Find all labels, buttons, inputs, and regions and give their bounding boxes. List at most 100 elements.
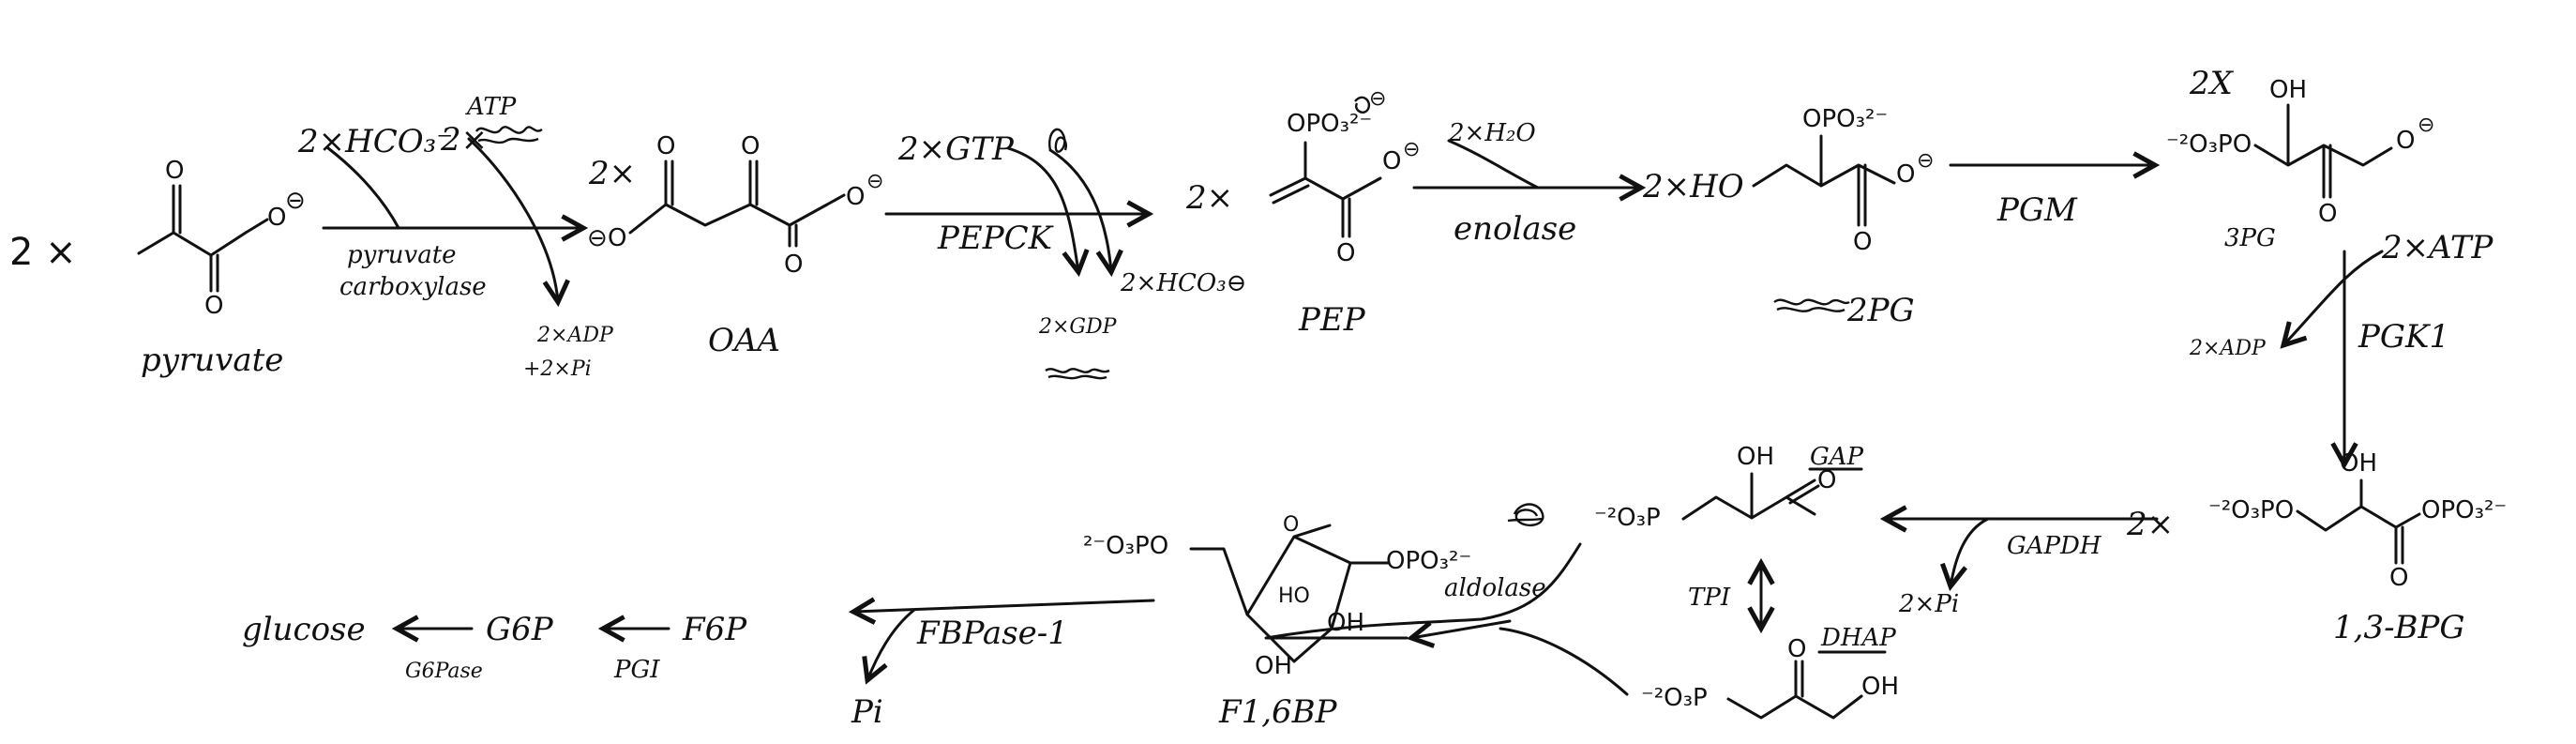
aldolase-step: aldolase bbox=[1264, 542, 1629, 696]
pepck-gdp: 2×GDP bbox=[1038, 315, 1118, 339]
enolase-water-curve bbox=[1447, 139, 1540, 190]
3pg-bonds bbox=[2253, 103, 2393, 199]
enolase-enzyme: enolase bbox=[1454, 210, 1576, 248]
dhap-phosphate: ⁻²O₃P bbox=[1641, 684, 1708, 712]
f16bp-ring-oxygen: O bbox=[1283, 513, 1299, 537]
gap-bonds bbox=[1681, 472, 1820, 521]
pyruvate-oxygen-keto: O bbox=[165, 157, 184, 185]
pepck-gtp-curve bbox=[1006, 146, 1078, 272]
pgm-step: PGM bbox=[1949, 165, 2155, 229]
pc-hco3-curve bbox=[326, 146, 400, 230]
f16bp-phosphate-left: ²⁻O₃PO bbox=[1083, 532, 1168, 560]
3pg-charge: ⊖ bbox=[2418, 114, 2434, 137]
oaa-charge-right: ⊖ bbox=[866, 170, 883, 193]
fbpase-step: FBPase-1 Pi bbox=[851, 600, 1155, 731]
pepck-gtp: 2×GTP bbox=[897, 130, 1015, 168]
dhap-bonds bbox=[1726, 660, 1863, 720]
aldolase-merge-curve bbox=[1264, 542, 1582, 640]
pc-scribble bbox=[475, 126, 543, 144]
pc-adp: 2×ADP bbox=[536, 324, 614, 347]
gapdh-pi: 2×Pi bbox=[1898, 590, 1959, 618]
3pg-hydroxyl: OH bbox=[2269, 76, 2307, 104]
2pg-scribble bbox=[1773, 298, 1850, 312]
pyruvate-oxygen-anion: O bbox=[267, 204, 286, 232]
tpi-step: TPI bbox=[1688, 563, 1761, 629]
pepck-gdp-scribble bbox=[1045, 368, 1110, 380]
pgm-enzyme: PGM bbox=[1996, 191, 2078, 229]
glucose-label: glucose bbox=[242, 611, 366, 648]
f16bp-oh-1: OH bbox=[1327, 609, 1364, 637]
pc-atp-label: ATP bbox=[465, 93, 517, 121]
pgk1-enzyme: PGK1 bbox=[2358, 318, 2449, 356]
gap-molecule: OH GAP ⁻²O₃P O bbox=[1507, 443, 1864, 532]
aldolase-enzyme: aldolase bbox=[1444, 574, 1546, 602]
2pg-oxygen-carbonyl: O bbox=[1853, 228, 1872, 256]
bpg-label: 1,3-BPG bbox=[2333, 609, 2465, 646]
pep-charge: ⊖ bbox=[1369, 87, 1386, 111]
oaa-oxygen-left: O bbox=[608, 224, 626, 252]
pgk1-step: 2×ATP 2×ADP PGK1 bbox=[2189, 229, 2493, 464]
pep-label: PEP bbox=[1298, 301, 1366, 339]
dhap-hydroxyl: OH bbox=[1861, 673, 1899, 701]
gapdh-enzyme: GAPDH bbox=[2007, 532, 2102, 560]
3pg-coefficient: 2X bbox=[2189, 65, 2235, 102]
bpg-bonds bbox=[2296, 478, 2421, 565]
gap-phosphate: ⁻²O₃P bbox=[1594, 504, 1661, 532]
fbpase-pi: Pi bbox=[851, 693, 883, 731]
pepck-step: 2×GTP PEPCK 2×GDP 2×HCO₃⊖ bbox=[884, 128, 1246, 380]
pep-charge-scribble bbox=[1354, 96, 1371, 114]
2pg-label: 2PG bbox=[1846, 292, 1915, 329]
tpi-enzyme: TPI bbox=[1688, 584, 1731, 612]
2pg-charge: ⊖ bbox=[1917, 149, 1934, 173]
pyruvate-molecule: 2 × O O ⊖ O pyruvate bbox=[9, 157, 306, 379]
oaa-oxygen-3: O bbox=[784, 251, 803, 279]
pc-enzyme-line2: carboxylase bbox=[339, 273, 487, 301]
gap-hydroxyl: OH bbox=[1737, 443, 1774, 471]
gapdh-pi-curve bbox=[1951, 517, 1990, 586]
oaa-charge: ⊖ bbox=[587, 224, 608, 252]
3pg-molecule: 2X OH ⁻²O₃PO O ⊖ O 3PG bbox=[2166, 65, 2434, 252]
pepck-enzyme: PEPCK bbox=[937, 220, 1055, 257]
oaa-label: OAA bbox=[708, 322, 780, 359]
g6pase-enzyme: G6Pase bbox=[405, 660, 483, 683]
pep-molecule: 2× OPO₃²⁻ ⊖ O ⊖ O PEP bbox=[1185, 87, 1420, 339]
pc-atp-curve bbox=[467, 137, 558, 302]
dhap-molecule: DHAP ⁻²O₃P O OH bbox=[1641, 624, 1899, 720]
fbpase-pi-curve bbox=[867, 608, 916, 680]
oaa-oxygen-2: O bbox=[741, 132, 760, 160]
2pg-oxygen-anion: O bbox=[1896, 160, 1915, 189]
pyruvate-label: pyruvate bbox=[141, 342, 283, 379]
3pg-label: 3PG bbox=[2224, 224, 2276, 252]
pep-oxygen-anion: O bbox=[1382, 147, 1401, 175]
pep-coefficient: 2× bbox=[1185, 179, 1233, 217]
fbpase-main-arrow bbox=[853, 600, 1155, 612]
oaa-oxygen-anion: O bbox=[846, 183, 865, 211]
3pg-phosphate: ⁻²O₃PO bbox=[2166, 130, 2252, 159]
bpg-oxygen-carbonyl: O bbox=[2389, 564, 2408, 592]
dhap-label: DHAP bbox=[1820, 624, 1896, 652]
enolase-step: 2×H₂O enolase bbox=[1412, 119, 1641, 248]
gap-scribble bbox=[1507, 503, 1544, 526]
f16bp-phosphate-right: OPO₃²⁻ bbox=[1386, 547, 1471, 575]
oaa-oxygen-1: O bbox=[656, 132, 675, 160]
pep-oxygen-carbonyl: O bbox=[1336, 239, 1355, 267]
pc-pi: +2×Pi bbox=[523, 357, 592, 381]
pgk1-adp: 2×ADP bbox=[2189, 337, 2267, 360]
bpg-phosphate-right: OPO₃²⁻ bbox=[2421, 496, 2507, 524]
2pg-phosphate: OPO₃²⁻ bbox=[1802, 105, 1888, 133]
f6p-label: F6P bbox=[682, 611, 747, 648]
fbpase-enzyme: FBPase-1 bbox=[916, 615, 1068, 652]
f16bp-molecule: ²⁻O₃PO O OPO₃²⁻ HO OH OH F1,6BP bbox=[1083, 513, 1471, 731]
pep-bonds bbox=[1269, 141, 1382, 238]
dhap-oxygen: O bbox=[1787, 635, 1806, 663]
bpg-phosphate-left: ⁻²O₃PO bbox=[2208, 496, 2294, 524]
f16bp-label: F1,6BP bbox=[1218, 693, 1338, 731]
pc-bicarbonate: 2×HCO₃⁻ bbox=[297, 123, 453, 160]
pyruvate-oxygen-carbonyl: O bbox=[204, 292, 223, 320]
2pg-coefficient: 2×HO bbox=[1642, 168, 1744, 205]
oaa-bonds bbox=[628, 159, 846, 248]
pepck-co2-curve bbox=[1048, 148, 1111, 272]
pep-charge-right: ⊖ bbox=[1403, 138, 1420, 161]
gap-oxygen: O bbox=[1817, 466, 1836, 494]
